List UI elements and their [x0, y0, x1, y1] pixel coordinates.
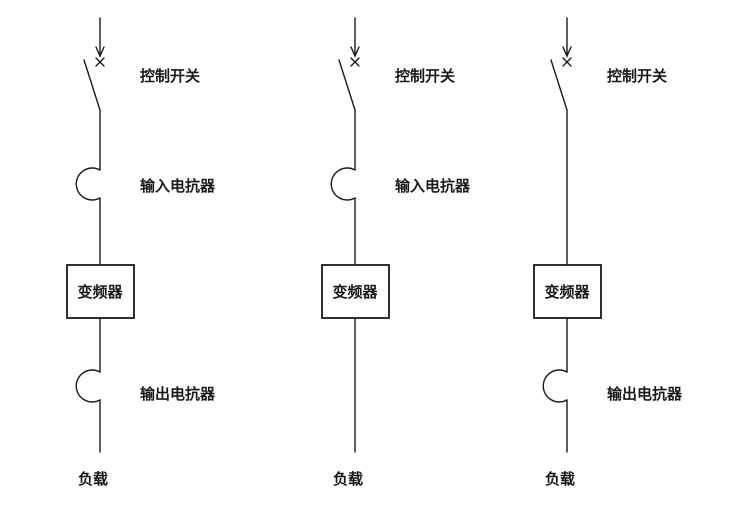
switch-blade: [338, 59, 356, 111]
scheme-3: 变频器 控制开关 输出电抗器 负载: [533, 17, 683, 488]
power-in-arrow-icon: [562, 46, 572, 58]
input-reactor-label: 输入电抗器: [395, 177, 471, 195]
switch-blade: [83, 59, 101, 111]
switch-label: 控制开关: [607, 67, 667, 85]
inverter-label: 变频器: [77, 283, 123, 301]
output-reactor-symbol: [542, 369, 568, 403]
inverter-label: 变频器: [332, 283, 378, 301]
scheme-2: 变频器 控制开关 输入电抗器 负载: [321, 17, 471, 488]
power-in-arrow-icon: [95, 46, 105, 58]
load-label: 负载: [333, 470, 363, 488]
output-reactor-label: 输出电抗器: [607, 385, 683, 403]
inverter-box: [533, 264, 602, 319]
contact-x-icon: [95, 57, 105, 67]
input-reactor-symbol: [75, 167, 101, 201]
output-reactor-label: 输出电抗器: [140, 385, 216, 403]
input-reactor-symbol: [330, 167, 356, 201]
contact-x-icon: [562, 57, 572, 67]
power-in-arrow-icon: [350, 46, 360, 58]
switch-label: 控制开关: [395, 67, 455, 85]
inverter-box: [321, 264, 390, 319]
load-label: 负载: [545, 470, 575, 488]
inverter-box: [66, 264, 135, 319]
contact-x-icon: [350, 57, 360, 67]
switch-label: 控制开关: [140, 67, 200, 85]
output-reactor-symbol: [75, 369, 101, 403]
load-label: 负载: [78, 470, 108, 488]
inverter-label: 变频器: [544, 283, 590, 301]
scheme-1: 变频器 控制开关 输入电抗器 输出电抗器 负载: [66, 17, 216, 488]
switch-blade: [550, 59, 568, 111]
input-reactor-label: 输入电抗器: [140, 177, 216, 195]
